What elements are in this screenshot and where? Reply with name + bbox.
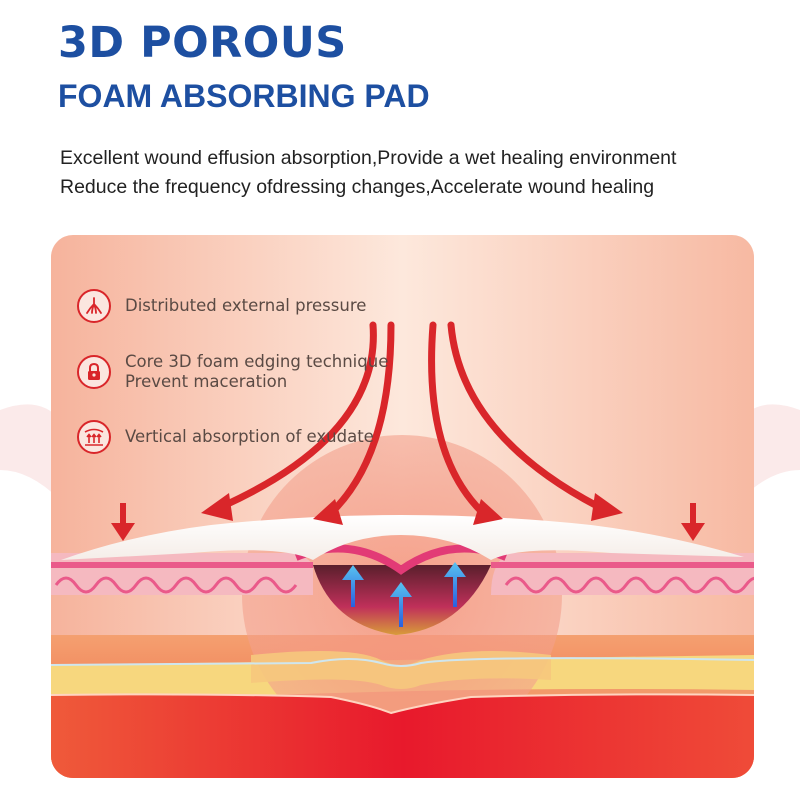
lock-icon [77,355,111,389]
wound-dressing-illustration [51,235,754,778]
description: Excellent wound effusion absorption,Prov… [60,144,676,202]
illustration-panel [51,235,754,778]
page-title: 3D POROUS [58,18,347,68]
muscle-layer [51,694,754,778]
feature-text-line-2: Prevent maceration [125,372,288,391]
absorption-arrows [342,562,466,627]
feature-text-line-1: Core 3D foam edging technique [125,352,389,371]
feature-pressure: Distributed external pressure [77,289,366,323]
foam-pad [61,515,744,560]
page-subtitle: FOAM ABSORBING PAD [58,78,430,114]
pressure-arrows [217,321,603,517]
feature-text: Distributed external pressure [125,296,367,315]
feature-text: Vertical absorption of exudate [125,427,374,446]
description-line-1: Excellent wound effusion absorption,Prov… [60,147,677,169]
feature-edging: Core 3D foam edging technique Prevent ma… [77,352,388,392]
feature-absorption: Vertical absorption of exudate [77,420,374,454]
description-line-2: Reduce the frequency ofdressing changes,… [60,176,655,198]
vertical-absorption-icon [77,420,111,454]
pressure-distribution-icon [77,289,111,323]
